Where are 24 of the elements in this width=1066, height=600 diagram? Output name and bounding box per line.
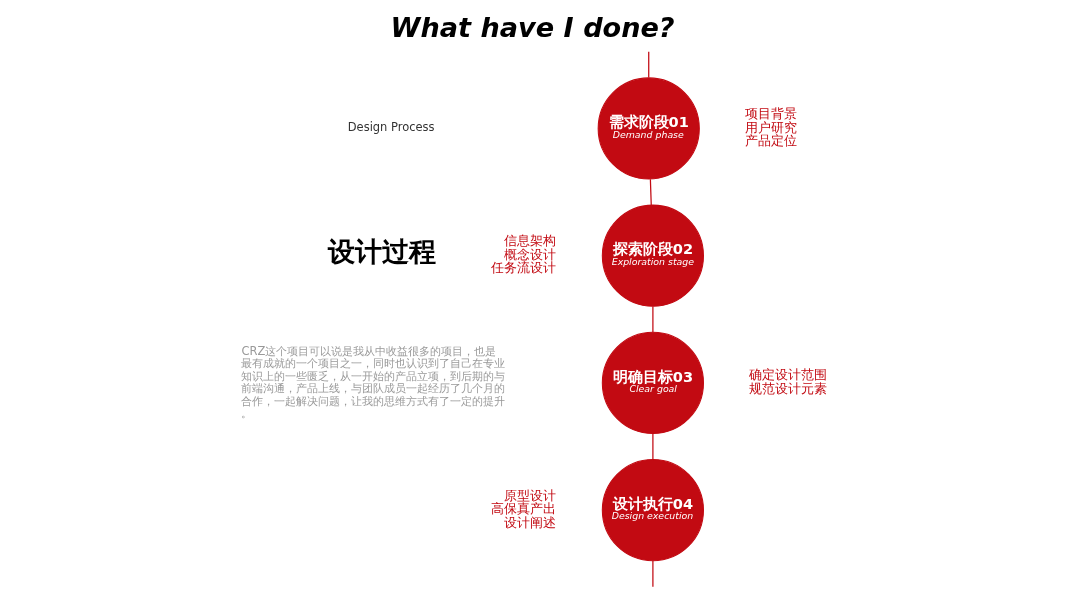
node-circle: 需求阶段01 Demand phase: [597, 77, 700, 180]
connector: [651, 433, 654, 461]
node-label: 规范设计元素: [748, 380, 827, 396]
diagram-title: What have I done?: [390, 12, 675, 44]
connector: [651, 305, 654, 333]
connector: [649, 178, 652, 206]
node-label: 确定设计范围: [748, 367, 827, 383]
node-label: 高保真产出: [490, 501, 556, 517]
node-label: 信息架构: [503, 233, 556, 249]
node-label: 任务流设计: [490, 260, 556, 276]
node-label: 用户研究: [744, 119, 797, 135]
node-circle: 明确目标03 Clear goal: [601, 331, 704, 434]
label: 设计过程: [327, 236, 436, 268]
node-label: 原型设计: [503, 487, 556, 503]
label: CRZ这个项目可以说是我从中收益很多的项目，也是最有成就的一个项目之一，同时也认识到了自己在专业知识上的一些匮乏，从一开始的产品立项，到后期的与前端沟通，产品上线，与团队成员一起经历了几个月的合作，一起解决问题，让我的思维方式有了一定的提升。: [241, 343, 506, 421]
label: Design Process: [347, 120, 435, 135]
node-circle: 设计执行04 Design execution: [601, 459, 704, 562]
connector: [651, 560, 654, 588]
node-label: 项目背景: [744, 106, 797, 122]
node-label: 概念设计: [503, 246, 556, 262]
connector: [647, 51, 649, 79]
node-label: 产品定位: [744, 133, 797, 149]
node-label: 设计阐述: [503, 514, 556, 530]
node-circle: 探索阶段02 Exploration stage: [601, 204, 704, 307]
